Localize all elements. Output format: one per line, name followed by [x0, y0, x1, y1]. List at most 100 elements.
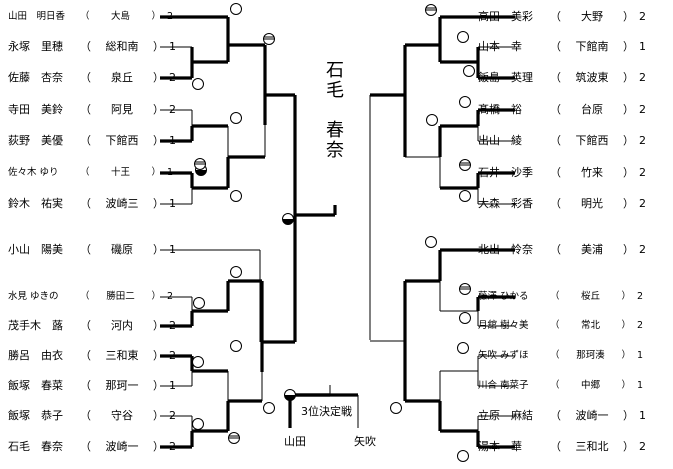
win-circle-icon — [457, 342, 469, 354]
win-circle-icon — [459, 96, 471, 108]
right-player-2: 山本 幸（下館南）1 — [478, 40, 646, 54]
left-player-8: 小山 陽美（磯原）1 — [8, 243, 176, 257]
player-wins: 2 — [169, 71, 176, 84]
paren-open: （ — [550, 134, 561, 147]
paren-close: ） — [623, 10, 634, 23]
paren-open: （ — [80, 103, 91, 116]
right-player-1: 高田 美彩（大野）2 — [478, 10, 646, 24]
left-player-2: 永塚 里穂（総和南）1 — [8, 40, 176, 54]
player-name: 高田 美彩 — [478, 10, 533, 23]
left-player-6: 佐々木 ゆり（十王）1 — [8, 166, 173, 180]
paren-open: （ — [80, 40, 91, 53]
paren-close: ） — [623, 103, 634, 116]
paren-open: （ — [550, 350, 560, 361]
player-school: 美浦 — [581, 243, 603, 256]
player-school: 守谷 — [111, 409, 133, 422]
paren-open: （ — [550, 243, 561, 256]
player-wins: 1 — [169, 379, 176, 392]
paren-open: （ — [80, 243, 91, 256]
player-wins: 2 — [639, 243, 646, 256]
paren-close: ） — [153, 40, 164, 53]
player-wins: 2 — [639, 103, 646, 116]
player-school: 那珂一 — [105, 379, 139, 392]
paren-close: ） — [153, 349, 164, 362]
half-circle-icon — [282, 213, 294, 225]
player-school: 波崎一 — [105, 440, 139, 453]
win-circle-icon — [425, 236, 437, 248]
paren-open: （ — [550, 440, 561, 453]
win-circle-icon — [192, 418, 204, 430]
paren-close: ） — [151, 167, 162, 178]
paren-close: ） — [151, 11, 162, 22]
player-name: 寺田 美鈴 — [8, 103, 63, 116]
player-wins: 1 — [636, 350, 644, 361]
left-player-3: 佐藤 杏奈（泉丘）2 — [8, 71, 176, 85]
player-name: 荻野 美優 — [8, 134, 63, 147]
player-school: 下館南 — [575, 40, 609, 53]
player-school: 三和東 — [105, 349, 139, 362]
player-wins: 1 — [169, 197, 176, 210]
right-player-8: 北出 怜奈（美浦）2 — [478, 243, 646, 257]
player-name: 石毛 春奈 — [8, 440, 63, 453]
player-school: 波崎三 — [105, 197, 139, 210]
paren-close: ） — [153, 440, 164, 453]
win-circle-icon — [459, 190, 471, 202]
player-name: 永塚 里穂 — [8, 40, 63, 53]
paren-open: （ — [550, 320, 560, 331]
player-name: 山本 幸 — [478, 40, 522, 53]
player-wins: 2 — [169, 440, 176, 453]
player-school: 筑波東 — [575, 71, 609, 84]
player-school: 総和南 — [105, 40, 139, 53]
player-name: 矢吹 みずほ — [478, 350, 529, 361]
player-name: 鈴木 祐実 — [8, 197, 63, 210]
paren-close: ） — [621, 320, 632, 331]
player-name: 飯塚 恭子 — [8, 409, 63, 422]
player-wins: 2 — [639, 166, 646, 179]
player-school: 大島 — [111, 11, 131, 22]
win-circle-icon — [230, 3, 242, 15]
player-school: 磯原 — [111, 243, 133, 256]
draw-circle-icon — [263, 33, 275, 45]
player-wins: 2 — [169, 409, 176, 422]
win-circle-icon — [457, 450, 469, 462]
champion-name: 石毛 春奈 — [323, 60, 344, 160]
player-wins: 2 — [166, 11, 174, 22]
player-name: 茂手木 蕗 — [8, 319, 63, 332]
player-wins: 2 — [166, 291, 174, 302]
player-name: 勝呂 由衣 — [8, 349, 63, 362]
win-circle-icon — [230, 112, 242, 124]
paren-open: （ — [550, 380, 560, 391]
player-school: 勝田二 — [106, 291, 135, 302]
left-player-1: 山田 明日香（大島）2 — [8, 10, 173, 24]
player-school: 中郷 — [581, 380, 601, 391]
paren-close: ） — [153, 71, 164, 84]
win-circle-icon — [426, 114, 438, 126]
player-wins: 1 — [639, 409, 646, 422]
paren-close: ） — [623, 409, 634, 422]
left-player-7: 鈴木 祐実（波崎三）1 — [8, 197, 176, 211]
player-wins: 2 — [636, 291, 644, 302]
paren-open: （ — [550, 166, 561, 179]
player-name: 佐々木 ゆり — [8, 167, 59, 178]
right-player-10: 月舘 樹々美（常北）2 — [478, 319, 643, 333]
paren-open: （ — [550, 409, 561, 422]
paren-close: ） — [623, 71, 634, 84]
right-player-13: 立原 麻結（波崎一）1 — [478, 409, 646, 423]
paren-close: ） — [153, 409, 164, 422]
player-school: 三和北 — [575, 440, 609, 453]
player-wins: 2 — [639, 10, 646, 23]
player-school: 竹来 — [581, 166, 603, 179]
win-circle-icon — [230, 340, 242, 352]
paren-close: ） — [621, 291, 632, 302]
left-player-5: 荻野 美優（下館西）1 — [8, 134, 176, 148]
player-name: 佐藤 杏奈 — [8, 71, 63, 84]
paren-close: ） — [623, 440, 634, 453]
left-player-9: 水見 ゆきの（勝田二）2 — [8, 290, 173, 304]
right-player-9: 藤澤 ひかる（桜丘）2 — [478, 290, 643, 304]
player-school: 波崎一 — [575, 409, 609, 422]
player-wins: 1 — [166, 167, 174, 178]
paren-close: ） — [153, 243, 164, 256]
paren-open: （ — [80, 71, 91, 84]
player-school: 十王 — [111, 167, 131, 178]
